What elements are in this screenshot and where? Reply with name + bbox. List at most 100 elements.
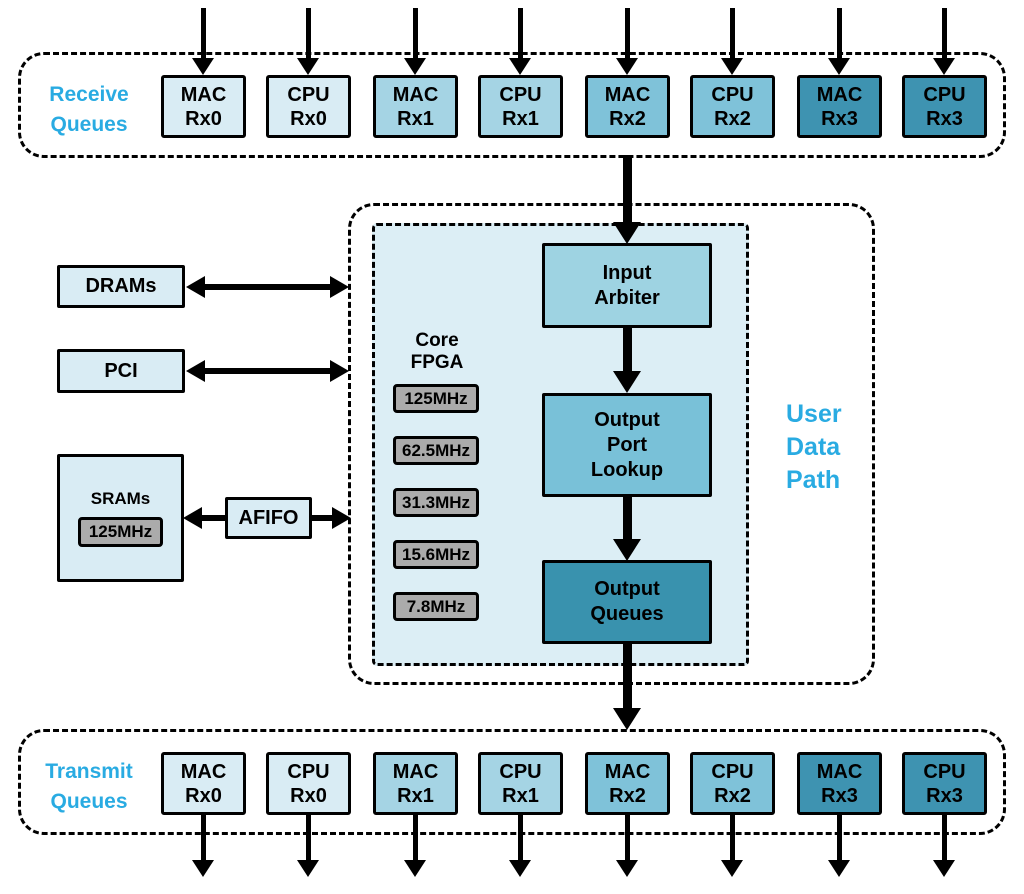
- queue-box-line: CPU: [499, 83, 542, 106]
- core-fpga-label-line: FPGA: [410, 352, 464, 373]
- clock-label: 15.6MHz: [401, 544, 471, 564]
- user-data-path-label-line: Path: [786, 466, 841, 494]
- pipeline-box-line: Output: [594, 578, 660, 600]
- queue-box-line: CPU: [287, 83, 330, 106]
- receive-queues-container: [18, 52, 1006, 158]
- pipeline-box-line: Input: [602, 261, 652, 284]
- user-data-path-container: [348, 203, 875, 685]
- arrow-afifo-to-srams: [183, 507, 225, 529]
- pipeline-box-line: Arbiter: [594, 286, 660, 309]
- user-data-path-label: User Data Path: [786, 398, 876, 497]
- arrow-drams-udp-bidirectional: [186, 276, 349, 298]
- afifo-label: AFIFO: [238, 506, 299, 529]
- clock-label: 31.3MHz: [401, 492, 471, 512]
- receive-queues-label: Receive Queues: [20, 80, 158, 140]
- queue-box-line: MAC: [392, 760, 439, 783]
- queue-box-line: Rx1: [397, 107, 434, 130]
- receive-queues-label-line: Queues: [50, 113, 128, 136]
- transmit-queues-container: [18, 729, 1006, 835]
- queue-box-line: Rx0: [185, 107, 222, 130]
- clock-box-7.8mhz: 7.8MHz: [393, 592, 479, 621]
- arrow-receive-to-input-arbiter: [613, 155, 641, 244]
- queue-box-line: MAC: [180, 760, 227, 783]
- tx-outflow-arrow-5: [721, 815, 743, 877]
- srams-label: SRAMs: [90, 489, 151, 508]
- rx-inflow-arrow-2: [404, 8, 426, 75]
- pipeline-box-line: Lookup: [590, 458, 664, 481]
- receive-queues-label-line: Receive: [49, 83, 129, 106]
- queue-box-line: Rx2: [714, 107, 751, 130]
- tx-outflow-arrow-0: [192, 815, 214, 877]
- queue-box-line: CPU: [499, 760, 542, 783]
- queue-box-line: MAC: [604, 83, 651, 106]
- clock-box-31.3mhz: 31.3MHz: [393, 488, 479, 517]
- arrow-afifo-to-udp: [311, 507, 351, 529]
- tx-outflow-arrow-1: [297, 815, 319, 877]
- tx-outflow-arrow-3: [509, 815, 531, 877]
- queue-box-line: CPU: [923, 760, 966, 783]
- drams-label: DRAMs: [85, 275, 157, 297]
- tx-outflow-arrow-6: [828, 815, 850, 877]
- queue-box-line: Rx3: [926, 784, 963, 807]
- queue-box-line: Rx0: [290, 784, 327, 807]
- queue-box-line: Rx3: [821, 784, 858, 807]
- arrow-pci-udp-bidirectional: [186, 360, 349, 382]
- srams-box: SRAMs 125MHz: [57, 454, 184, 582]
- transmit-queues-label-line: Transmit: [45, 760, 133, 783]
- sram-clock-box: 125MHz: [78, 517, 163, 547]
- tx-outflow-arrow-4: [616, 815, 638, 877]
- queue-box-line: Rx2: [714, 784, 751, 807]
- pipeline-box-line: Queues: [590, 603, 664, 625]
- queue-box-line: Rx3: [926, 107, 963, 130]
- queue-box-line: Rx0: [290, 107, 327, 130]
- drams-box: DRAMs: [57, 265, 185, 308]
- tx-outflow-arrow-7: [933, 815, 955, 877]
- queue-box-line: Rx0: [185, 784, 222, 807]
- pipeline-box-line: Output: [594, 408, 660, 431]
- queue-box-line: Rx1: [502, 784, 539, 807]
- clock-box-62.5mhz: 62.5MHz: [393, 436, 479, 465]
- pipeline-box-line: Port: [607, 433, 647, 456]
- queue-box-line: CPU: [287, 760, 330, 783]
- rx-inflow-arrow-6: [828, 8, 850, 75]
- clock-box-15.6mhz: 15.6MHz: [393, 540, 479, 569]
- queue-box-line: CPU: [923, 83, 966, 106]
- rx-inflow-arrow-0: [192, 8, 214, 75]
- clock-box-125mhz: 125MHz: [393, 384, 479, 413]
- queue-box-line: MAC: [816, 83, 863, 106]
- queue-box-line: Rx2: [609, 784, 646, 807]
- queue-box-line: MAC: [816, 760, 863, 783]
- pci-box: PCI: [57, 349, 185, 393]
- clock-label: 62.5MHz: [401, 440, 471, 460]
- queue-box-line: Rx1: [397, 784, 434, 807]
- rx-inflow-arrow-4: [616, 8, 638, 75]
- transmit-queues-label: Transmit Queues: [20, 757, 158, 817]
- core-fpga-label: Core FPGA: [396, 330, 478, 374]
- user-data-path-label-line: Data: [786, 433, 841, 461]
- clock-label: 125MHz: [404, 388, 468, 408]
- queue-box-line: MAC: [604, 760, 651, 783]
- sram-clock-label: 125MHz: [88, 522, 153, 541]
- arrow-output-queues-to-transmit: [613, 642, 641, 730]
- rx-inflow-arrow-7: [933, 8, 955, 75]
- tx-outflow-arrow-2: [404, 815, 426, 877]
